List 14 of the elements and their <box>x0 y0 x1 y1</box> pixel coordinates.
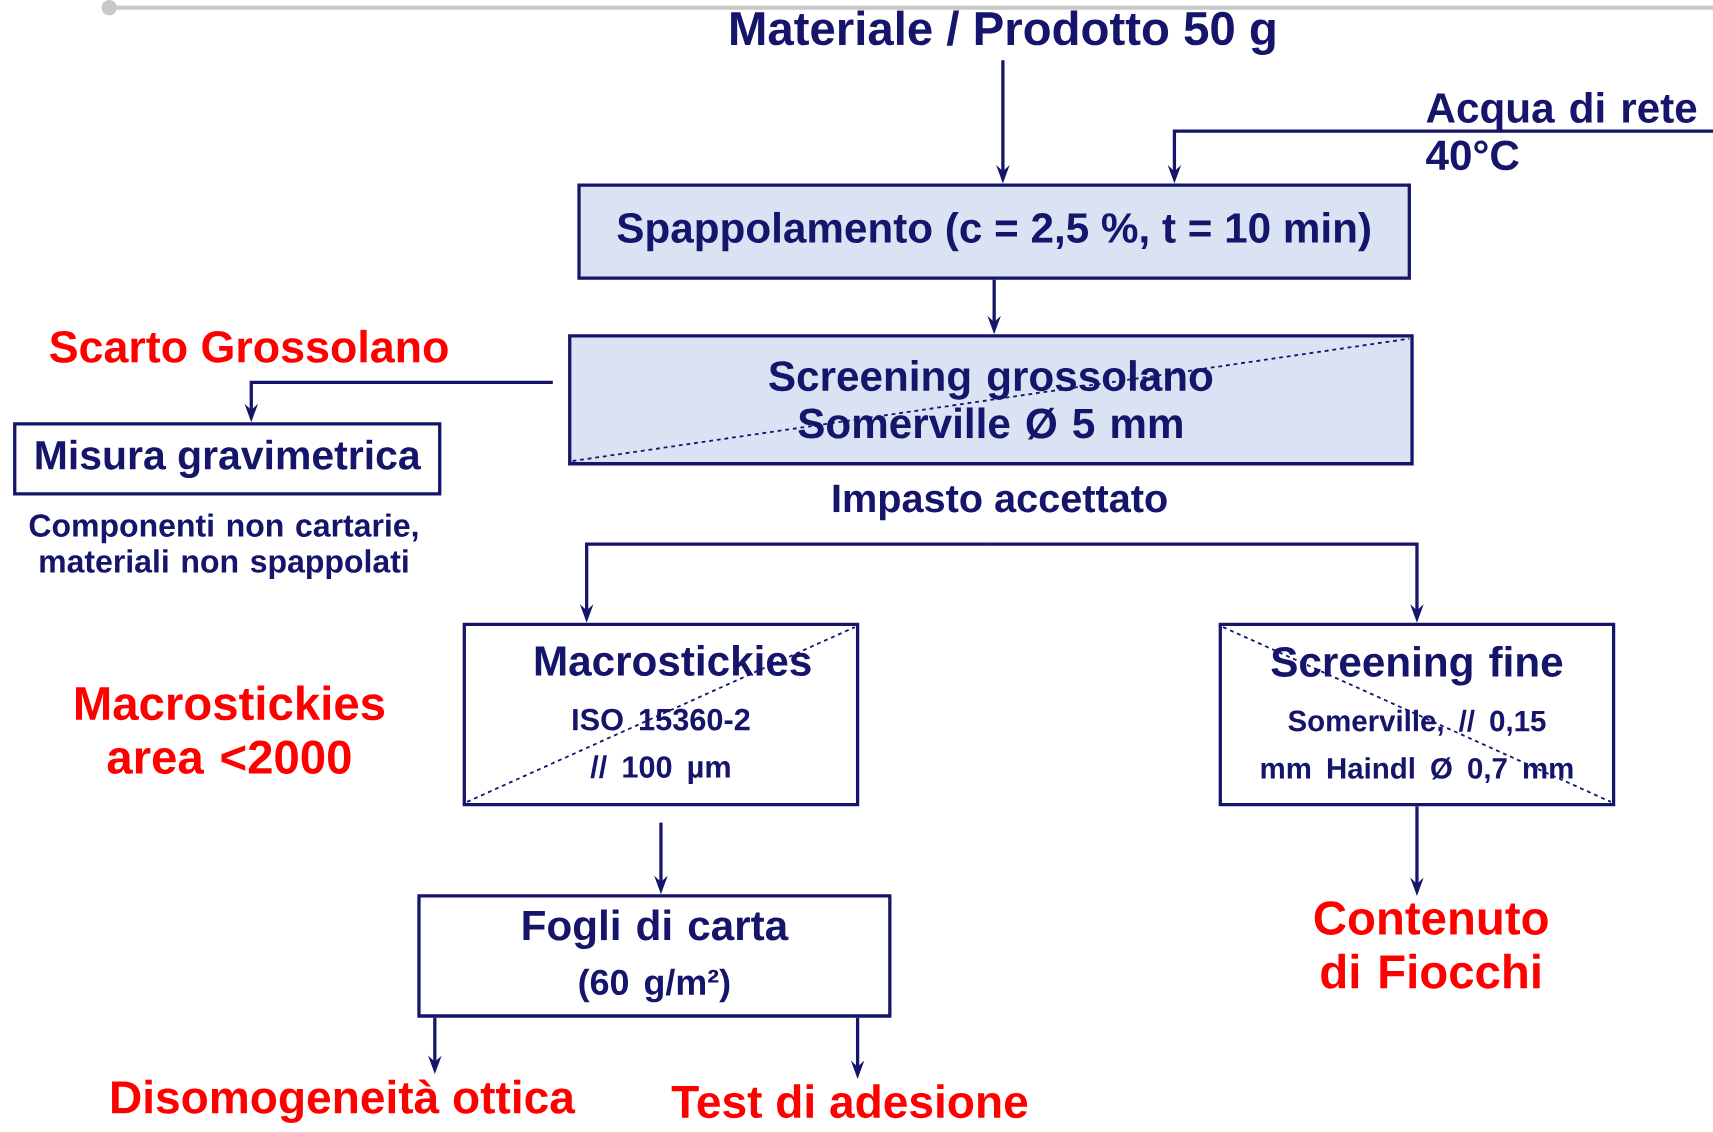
result-text: Disomogeneità ottica <box>112 1079 576 1124</box>
process-box: Misura gravimetrica <box>13 422 442 496</box>
label-text: Macrostickies area <2000 <box>75 685 385 775</box>
result-text: Contenuto di Fiocchi <box>1314 901 1548 989</box>
process-box: Fogli di carta (60 g/m²) <box>417 894 892 1018</box>
result-text: Test di adesione <box>671 1084 1028 1119</box>
process-box: Macrostickies ISO 15360-2 // 100 µm <box>462 622 860 807</box>
process-box: Screening fine Somerville, // 0,15 mm Haindl Ø 0,7 mm <box>1218 622 1616 807</box>
process-box: Spappolamento (c = 2,5 %, t = 10 min) <box>577 183 1411 280</box>
note-text: Componenti non cartarie, materiali non spappolati <box>29 513 418 580</box>
edge-label: Scarto Grossolano <box>46 328 452 365</box>
input-text: Materiale / Prodotto 50 g <box>731 10 1275 56</box>
label-text: Impasto accettato <box>833 484 1167 521</box>
input-text: Acqua di rete 40°C <box>1426 92 1697 171</box>
